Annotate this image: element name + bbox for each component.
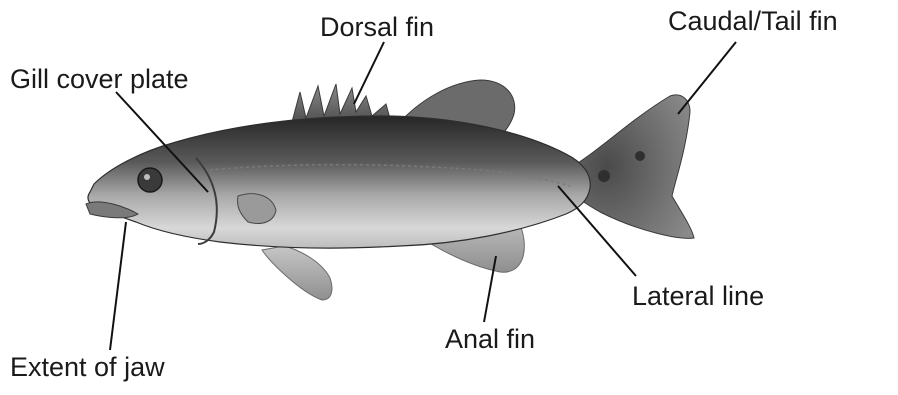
label-jaw: Extent of jaw [10, 354, 165, 381]
label-dorsal-fin: Dorsal fin [320, 14, 434, 41]
label-caudal-fin: Caudal/Tail fin [668, 8, 838, 35]
caudal-leader [678, 42, 736, 114]
eye [138, 168, 162, 192]
jaw-leader [110, 222, 126, 350]
fish-body [88, 116, 590, 248]
dorsal-leader [354, 42, 384, 104]
tail-fin [570, 95, 694, 238]
label-anal-fin: Anal fin [445, 326, 535, 353]
label-gill-cover: Gill cover plate [10, 66, 189, 93]
pelvic-fin [262, 246, 332, 300]
label-lateral-line: Lateral line [632, 283, 764, 310]
